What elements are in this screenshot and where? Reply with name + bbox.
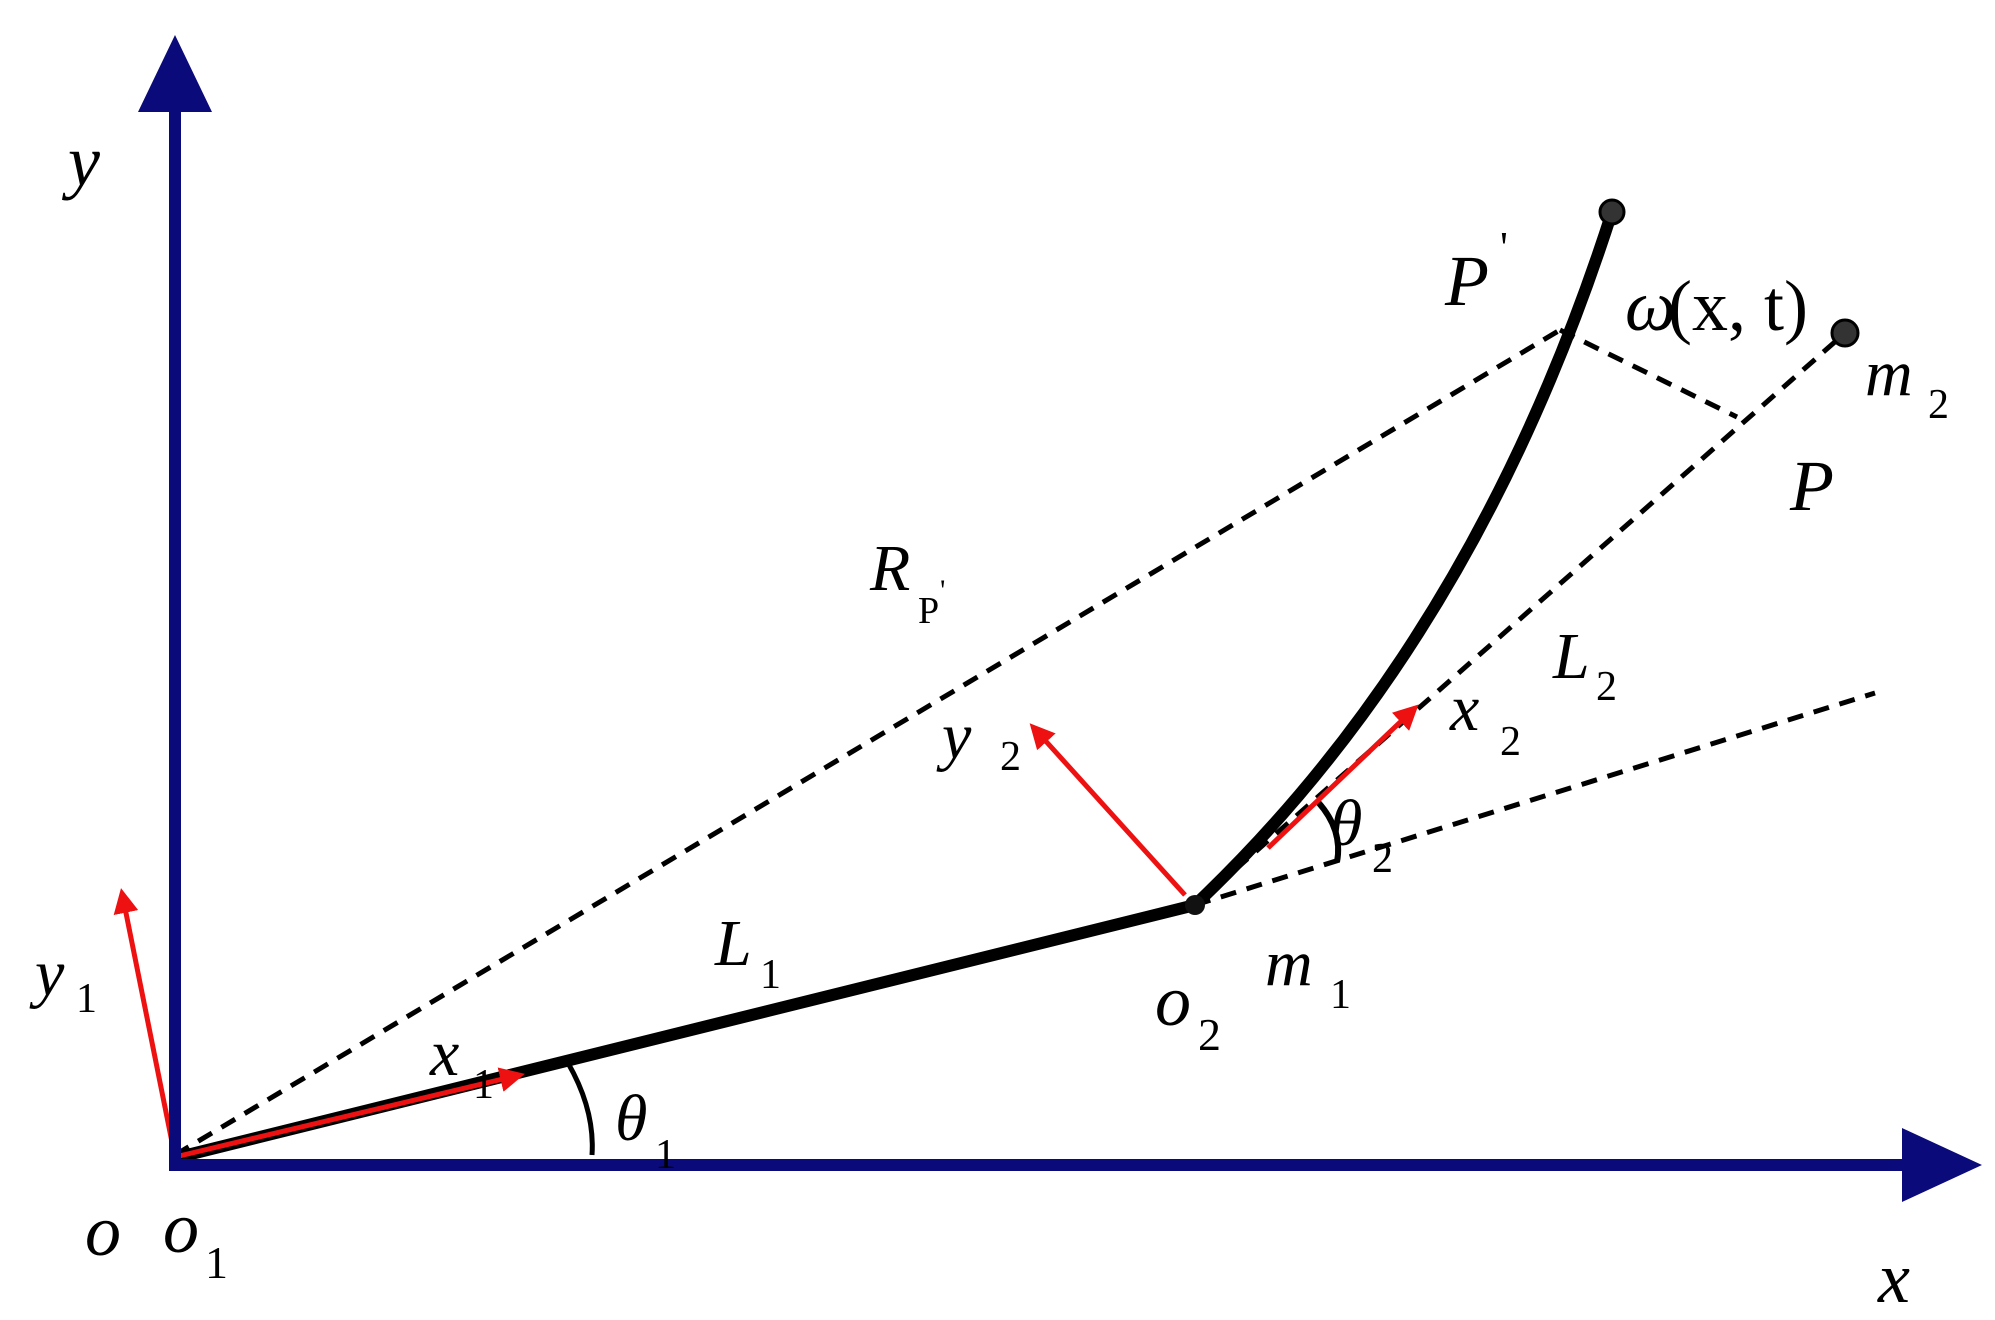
theta1-subscript: 1 [655, 1132, 676, 1178]
y2-label: y [936, 700, 972, 773]
x-axis-arrowhead [1902, 1128, 1982, 1202]
x1-subscript: 1 [473, 1062, 494, 1108]
flexible-link-2 [1189, 206, 1618, 911]
x1-label: x [429, 1017, 459, 1090]
m2-label: m [1865, 337, 1913, 410]
x2-subscript: 2 [1500, 719, 1521, 765]
L2-label: L [1552, 620, 1590, 693]
o1-subscript: 1 [205, 1237, 228, 1288]
x2-frame-vector [1266, 704, 1419, 850]
omega-arguments: (x, t) [1668, 266, 1808, 346]
R-label: R [869, 532, 910, 605]
p-prime-mark: ' [1500, 223, 1508, 272]
link2-tip-point [1598, 198, 1626, 226]
o2-label: o [1155, 961, 1191, 1041]
theta2-angle-arc [1315, 800, 1342, 863]
m1-label: m [1265, 927, 1313, 1000]
theta1-label: θ [615, 1082, 647, 1155]
L1-subscript: 1 [760, 952, 781, 998]
y2-subscript: 2 [1000, 734, 1021, 780]
dashed-deflection-segment [1558, 327, 1739, 420]
p-prime-label: P [1444, 241, 1489, 321]
origin-o-label: o [85, 1191, 121, 1271]
L2-subscript: 2 [1596, 664, 1617, 710]
dashed-line-o1-to-pprime [173, 327, 1562, 1158]
x1-frame-vector [174, 1067, 525, 1160]
y2-frame-vector [1029, 723, 1187, 897]
p-label: P [1789, 446, 1834, 526]
theta2-label: θ [1330, 787, 1362, 860]
y1-subscript: 1 [76, 976, 97, 1022]
o1-label: o [163, 1188, 199, 1268]
R-subscript-prime: ' [940, 574, 945, 607]
theta1-angle-arc [565, 1061, 595, 1156]
m2-subscript: 2 [1928, 382, 1949, 428]
theta2-subscript: 2 [1372, 836, 1393, 882]
o2-subscript: 2 [1198, 1009, 1221, 1060]
x2-label: x [1449, 672, 1479, 745]
joint-o2 [1185, 895, 1205, 915]
y1-label: y [29, 937, 65, 1010]
mass-m2-point [1830, 318, 1860, 348]
dashed-line-o2-to-m2 [1193, 331, 1847, 907]
m1-subscript: 1 [1330, 972, 1351, 1018]
y-axis-arrowhead [138, 35, 212, 112]
L1-label: L [714, 907, 752, 980]
omega-symbol: ω [1625, 266, 1676, 346]
x-axis-label: x [1877, 1238, 1910, 1318]
dashed-line-link1-extension [1194, 690, 1876, 908]
y-axis-label: y [61, 121, 100, 201]
y1-frame-vector [113, 888, 178, 1158]
R-subscript: P [918, 590, 939, 632]
